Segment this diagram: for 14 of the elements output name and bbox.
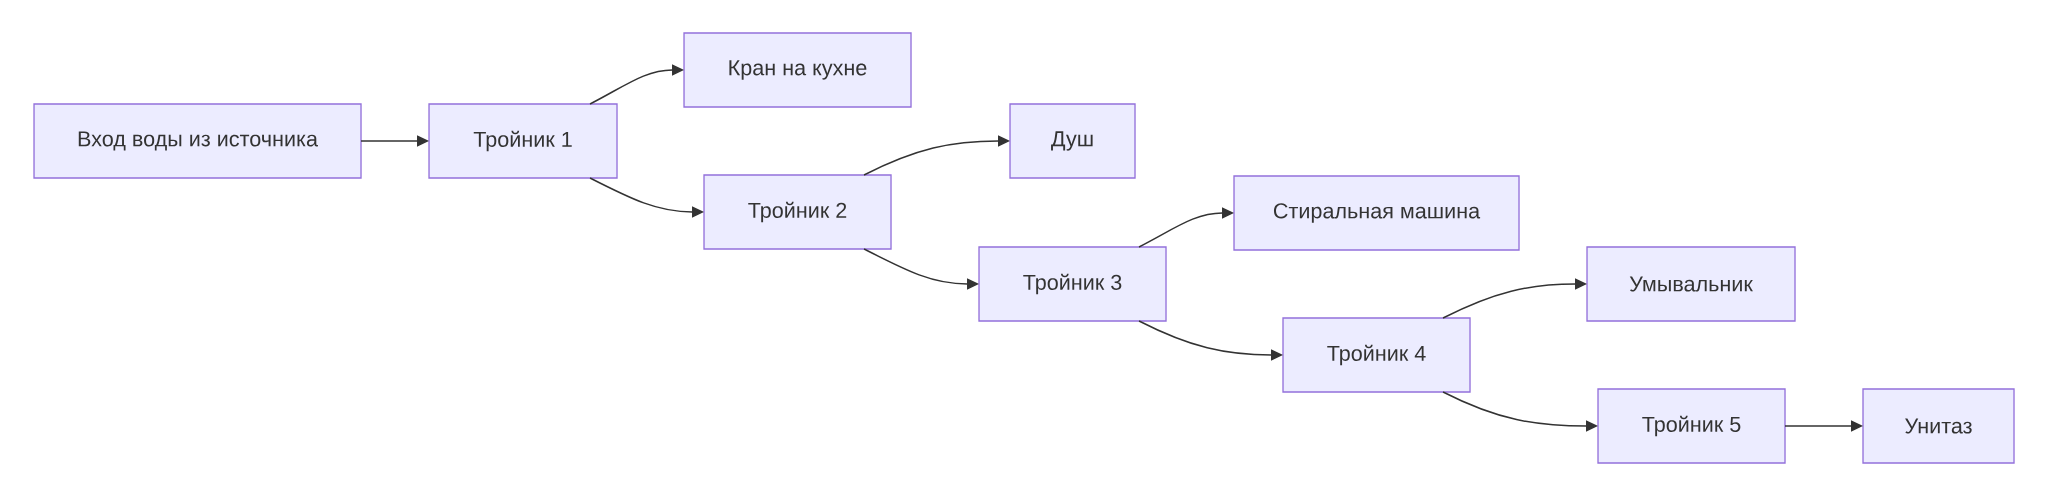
process-box: Душ: [1009, 103, 1136, 179]
process-box: Кран на кухне: [683, 32, 912, 108]
process-box: Стиральная машина: [1233, 175, 1520, 251]
arrow: [589, 177, 704, 218]
process-box: Вход воды из источника: [33, 103, 362, 179]
process-box: Унитаз: [1862, 388, 2015, 464]
process-box: Тройник 1: [428, 103, 618, 179]
process-box: Тройник 2: [703, 174, 892, 250]
process-box: Тройник 3: [978, 246, 1167, 322]
process-box: Тройник 5: [1597, 388, 1786, 464]
arrow: [589, 64, 684, 105]
process-box: Тройник 4: [1282, 317, 1471, 393]
process-box: Умывальник: [1586, 246, 1796, 322]
arrow: [360, 135, 429, 147]
